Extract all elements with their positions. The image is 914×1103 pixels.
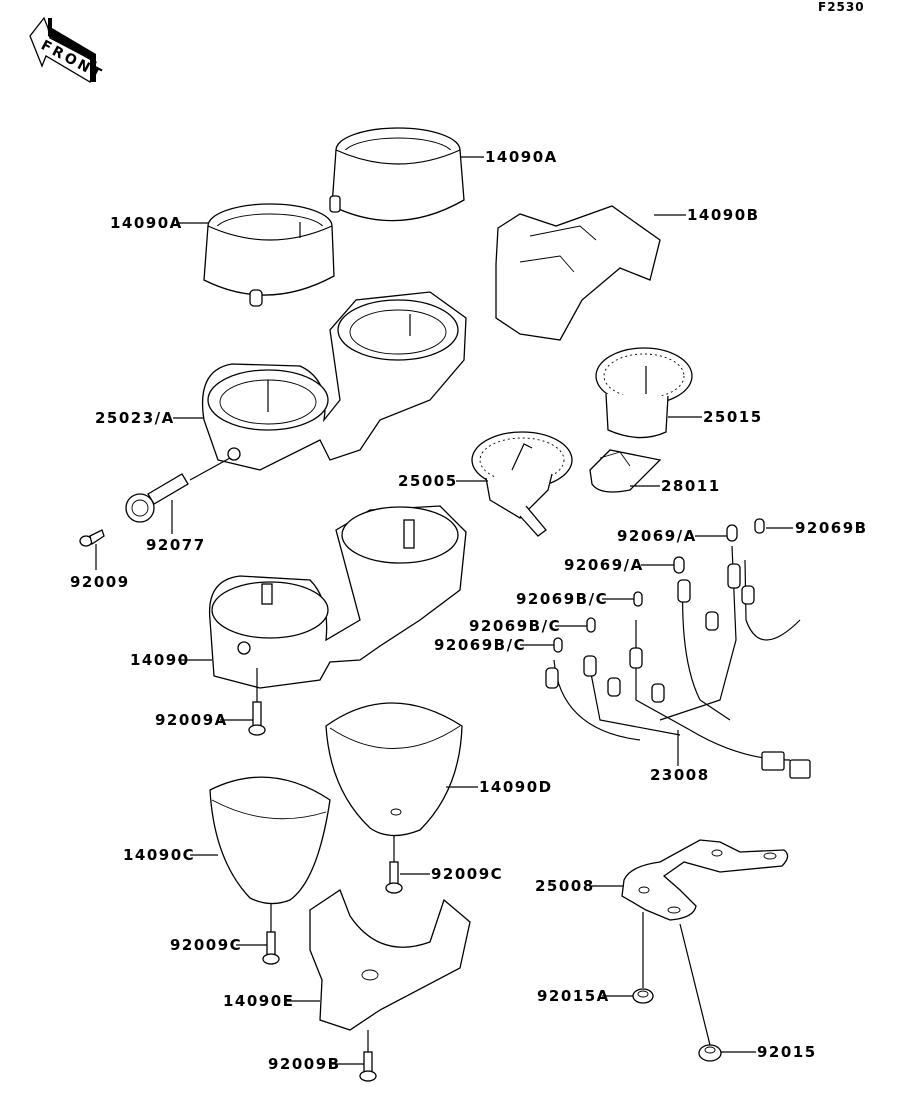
label-14090B: 14090B (687, 206, 760, 224)
screw-92009C-1 (385, 861, 403, 894)
label-23008: 23008 (650, 766, 710, 784)
screw-92009A (248, 701, 266, 736)
front-arrow-icon: FRONT (29, 16, 106, 84)
label-92069A-1: 92069/A (617, 527, 697, 545)
bulb-92069A-1 (726, 524, 738, 542)
bulb-92069BC-3 (553, 637, 563, 653)
nut-92015 (698, 1044, 722, 1062)
label-92009B: 92009B (268, 1055, 341, 1073)
label-28011: 28011 (661, 477, 721, 495)
screw-92009 (79, 529, 105, 547)
label-92009: 92009 (70, 573, 130, 591)
ring-cover-right (329, 127, 465, 222)
indicator-28011 (589, 449, 662, 493)
cover-14090D (325, 702, 463, 837)
label-92077: 92077 (146, 536, 206, 554)
label-92069BC-3: 92069B/C (434, 636, 526, 654)
bulb-92069BC-1 (633, 591, 643, 607)
bulb-92069B (754, 518, 765, 534)
cover-14090E (309, 889, 471, 1031)
diagram-code: F2530 (818, 0, 865, 14)
label-92069B: 92069B (795, 519, 868, 537)
label-25023A: 25023/A (95, 409, 175, 427)
speedometer-25005 (471, 431, 573, 537)
label-92015: 92015 (757, 1043, 817, 1061)
label-14090E: 14090E (223, 992, 294, 1010)
bulb-92069A-2 (673, 556, 685, 574)
label-14090C: 14090C (123, 846, 195, 864)
label-92009C-1: 92009C (431, 865, 503, 883)
label-92069BC-2: 92069B/C (469, 617, 561, 635)
screw-92009B (359, 1051, 377, 1082)
ring-cover-left (203, 203, 335, 307)
label-25008: 25008 (535, 877, 595, 895)
label-14090A-2: 14090A (110, 214, 183, 232)
bulb-92069BC-2 (586, 617, 596, 633)
label-25005: 25005 (398, 472, 458, 490)
tachometer-25015 (595, 347, 693, 439)
label-92015A: 92015A (537, 987, 610, 1005)
screw-92009C-2 (262, 931, 280, 965)
nut-92015A (632, 988, 654, 1004)
label-14090A-1: 14090A (485, 148, 558, 166)
label-92069A-2: 92069/A (564, 556, 644, 574)
label-14090D: 14090D (479, 778, 553, 796)
label-25015: 25015 (703, 408, 763, 426)
label-14090: 14090 (130, 651, 190, 669)
cover-14090B (495, 205, 661, 341)
bracket-25008 (621, 839, 789, 921)
label-92069BC-1: 92069B/C (516, 590, 608, 608)
cover-14090C (209, 776, 331, 905)
meter-housing-14090 (208, 505, 467, 689)
label-92009C-2: 92009C (170, 936, 242, 954)
wiring-harness-23008 (545, 545, 811, 779)
meter-case-25023 (201, 291, 467, 471)
gear-shaft-92077 (125, 457, 231, 523)
label-92009A: 92009A (155, 711, 228, 729)
